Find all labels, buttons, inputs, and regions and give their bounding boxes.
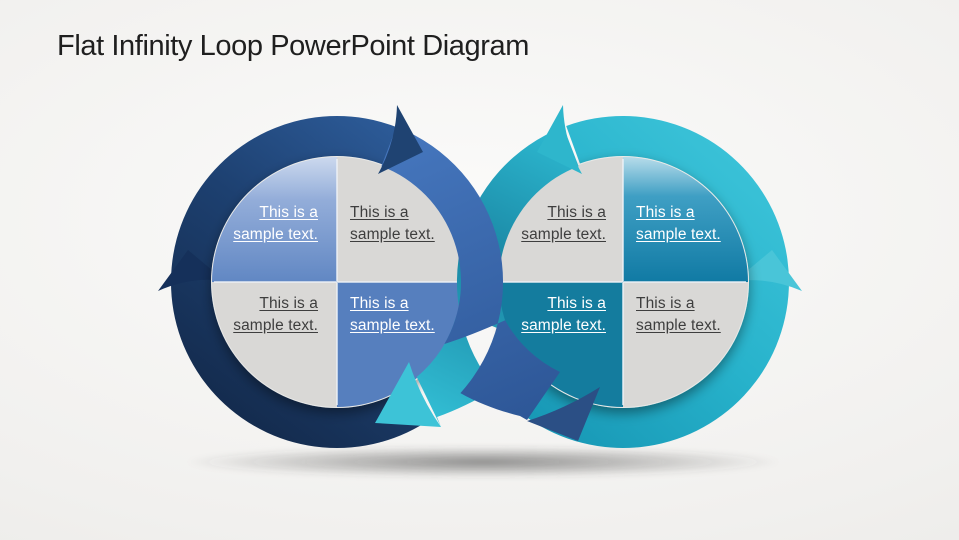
left-loop-marker-arrowhead <box>158 250 225 291</box>
label-text: This is a sample text. <box>636 295 721 334</box>
label-right-top-right: This is a sample text. <box>636 202 724 245</box>
ground-shadow <box>185 446 781 478</box>
blue-band-arrowhead <box>527 387 600 441</box>
blue-crossover-band <box>381 127 560 420</box>
label-right-bottom-left: This is a sample text. <box>518 293 606 336</box>
label-text: This is a sample text. <box>521 295 606 334</box>
left-quadrant-seams <box>214 159 460 405</box>
label-left-top-left: This is a sample text. <box>230 202 318 245</box>
right-loop-end-arrowhead <box>537 105 582 174</box>
right-loop-ring <box>505 115 789 448</box>
slide-title: Flat Infinity Loop PowerPoint Diagram <box>57 30 529 62</box>
right-loop-marker-arrowhead <box>735 250 802 291</box>
left-loop-quadrant-bottom-right <box>337 282 462 407</box>
label-left-bottom-right: This is a sample text. <box>350 293 438 336</box>
label-text: This is a sample text. <box>233 295 318 334</box>
left-loop-quadrant-bottom-left <box>212 282 337 407</box>
label-text: This is a sample text. <box>350 204 435 243</box>
left-loop-quadrant-top-left <box>212 157 337 282</box>
left-loop-ring <box>170 116 433 449</box>
right-loop-quadrant-bottom-right <box>623 282 748 407</box>
label-left-top-right: This is a sample text. <box>350 202 438 245</box>
label-text: This is a sample text. <box>636 204 721 243</box>
right-loop-quadrant-top-left <box>498 157 623 282</box>
teal-band-arrowhead <box>375 362 441 427</box>
label-text: This is a sample text. <box>233 204 318 243</box>
label-left-bottom-left: This is a sample text. <box>230 293 318 336</box>
right-quadrant-seams <box>500 159 746 405</box>
label-right-top-left: This is a sample text. <box>518 202 606 245</box>
left-loop-quadrant-top-right <box>337 157 462 282</box>
label-text: This is a sample text. <box>350 295 435 334</box>
right-loop-quadrant-bottom-left <box>498 282 623 407</box>
label-text: This is a sample text. <box>521 204 606 243</box>
right-loop-quadrant-top-right <box>623 157 748 282</box>
left-loop-end-arrowhead <box>378 105 423 174</box>
label-right-bottom-right: This is a sample text. <box>636 293 724 336</box>
